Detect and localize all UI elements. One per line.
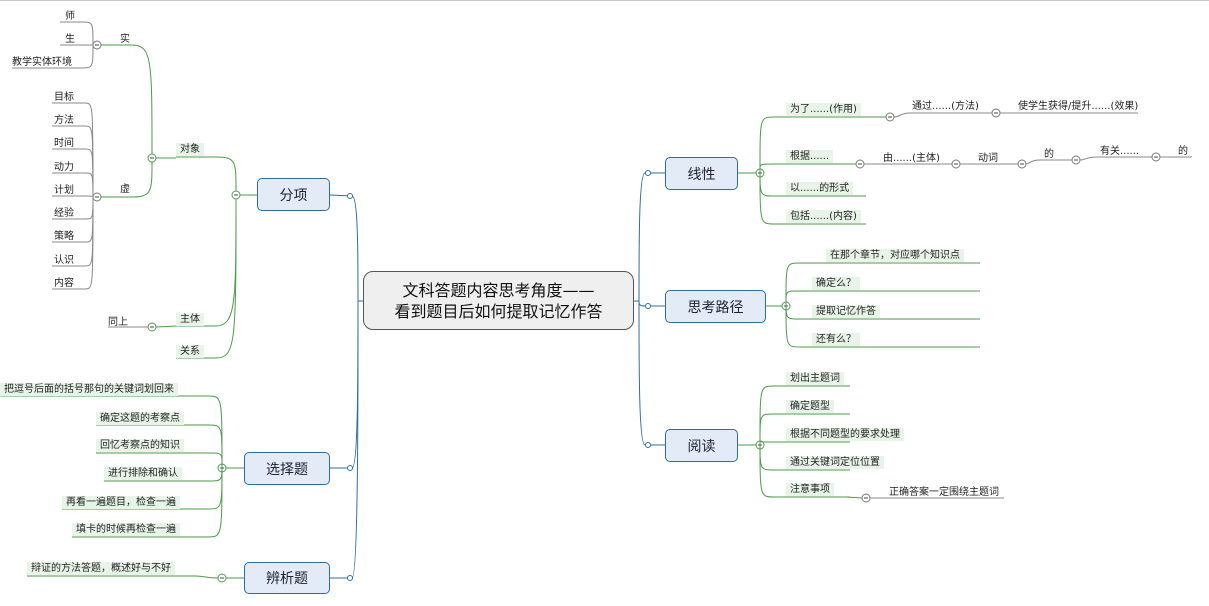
connector — [785, 290, 980, 303]
connector — [0, 395, 223, 465]
xuanze-item-5[interactable]: 填卡的时候再检查一遍 — [72, 523, 180, 536]
branch-dot-icon — [347, 575, 353, 581]
branch-dot-icon — [645, 303, 651, 309]
node-guanxi[interactable]: 关系 — [176, 345, 204, 358]
topic-xuanze[interactable]: 选择题 — [244, 452, 330, 485]
yuedu-zhuyi-child[interactable]: 正确答案一定围绕主题词 — [889, 487, 999, 498]
node-xu-6[interactable]: 策略 — [54, 231, 74, 242]
topic-bianxi[interactable]: 辨析题 — [244, 562, 330, 594]
connector — [759, 440, 850, 498]
yuedu-item-1[interactable]: 确定题型 — [786, 400, 834, 413]
branch-dot-icon — [645, 442, 651, 448]
xianxing-youguan[interactable]: 有关...... — [1100, 146, 1140, 157]
root-topic[interactable]: 文科答题内容思考角度—— 看到题目后如何提取记忆作答 — [363, 271, 634, 330]
silu-item-0[interactable]: 在那个章节，对应哪个知识点 — [826, 249, 964, 262]
xuanze-item-1[interactable]: 确定这题的考察点 — [96, 412, 184, 425]
connector — [845, 496, 863, 499]
connector — [759, 116, 866, 170]
branch-dot-icon — [347, 193, 353, 199]
xuanze-item-4[interactable]: 再看一遍题目，检查一遍 — [62, 496, 180, 509]
connector — [176, 198, 237, 359]
topic-xianxing[interactable]: 线性 — [665, 157, 738, 190]
connector — [330, 300, 359, 579]
connector — [759, 168, 866, 225]
bianxi-item[interactable]: 辩证的方法答题，概述好与不好 — [27, 562, 175, 575]
node-xu-1[interactable]: 方法 — [54, 115, 74, 126]
xianxing-you[interactable]: 由......(主体) — [883, 153, 940, 164]
node-xu-0[interactable]: 目标 — [54, 92, 74, 103]
node-xu-5[interactable]: 经验 — [54, 208, 74, 219]
branch-dot-icon — [645, 170, 651, 176]
node-tongshang[interactable]: 同上 — [108, 317, 128, 328]
topic-yuedu[interactable]: 阅读 — [665, 429, 738, 462]
xianxing-dongci[interactable]: 动词 — [978, 153, 998, 164]
connector — [100, 161, 153, 198]
xianxing-baokuo[interactable]: 包括......(内容) — [786, 210, 861, 223]
connector — [52, 196, 94, 290]
node-xu-7[interactable]: 认识 — [54, 255, 74, 266]
node-xu-2[interactable]: 时间 — [54, 138, 74, 149]
xianxing-genju[interactable]: 根据...... — [786, 150, 834, 163]
node-shi[interactable]: 实 — [120, 34, 130, 45]
root-title-line1: 文科答题内容思考角度—— — [402, 280, 595, 300]
connector — [638, 172, 665, 302]
connector — [329, 194, 359, 302]
node-shi-0[interactable]: 师 — [65, 11, 75, 22]
xuanze-item-2[interactable]: 回忆考察点的知识 — [96, 439, 184, 452]
node-shi-1[interactable]: 生 — [65, 34, 75, 45]
xianxing-de2[interactable]: 的 — [1178, 146, 1188, 157]
yuedu-item-4[interactable]: 注意事项 — [786, 483, 834, 496]
yuedu-item-0[interactable]: 划出主题词 — [786, 372, 844, 385]
connector — [1079, 156, 1152, 161]
node-xu-4[interactable]: 计划 — [54, 185, 74, 196]
xianxing-de1[interactable]: 的 — [1044, 149, 1054, 160]
silu-item-1[interactable]: 确定么？ — [812, 277, 860, 290]
connector — [96, 424, 223, 465]
node-shi-2[interactable]: 教学实体环境 — [12, 57, 72, 68]
connector — [60, 21, 94, 46]
node-xu-8[interactable]: 内容 — [54, 278, 74, 289]
xianxing-tongguo[interactable]: 通过......(方法) — [912, 101, 979, 112]
connector — [638, 300, 665, 446]
node-duixiang[interactable]: 对象 — [176, 143, 204, 156]
connector — [785, 262, 980, 303]
silu-item-2[interactable]: 提取记忆作答 — [812, 305, 880, 318]
node-xu-3[interactable]: 动力 — [54, 162, 74, 173]
connector — [100, 44, 153, 155]
connector — [155, 325, 177, 328]
yuedu-item-2[interactable]: 根据不同题型的要求处理 — [786, 428, 904, 441]
connector — [12, 44, 94, 69]
connector — [759, 440, 850, 443]
connector — [27, 575, 219, 579]
xuanze-item-0[interactable]: 把逗号后面的括号那句的关键词划回来 — [0, 383, 178, 396]
root-title-line2: 看到题目后如何提取记忆作答 — [394, 301, 603, 321]
connector — [893, 112, 992, 118]
connector — [638, 300, 665, 307]
xianxing-shixuesheng[interactable]: 使学生获得/提升......(效果) — [1018, 101, 1139, 112]
connector — [72, 463, 223, 538]
connector — [176, 156, 237, 192]
connector — [759, 163, 866, 170]
xianxing-yi[interactable]: 以......的形式 — [786, 182, 854, 195]
connector — [330, 300, 359, 469]
branch-dot-icon — [347, 465, 353, 471]
yuedu-item-3[interactable]: 通过关键词定位位置 — [786, 456, 884, 469]
xianxing-weile[interactable]: 为了......(作用) — [786, 103, 861, 116]
topic-silu[interactable]: 思考路径 — [665, 290, 766, 323]
node-xu[interactable]: 虚 — [120, 184, 130, 195]
connector — [785, 301, 980, 348]
topic-fenxiang[interactable]: 分项 — [257, 178, 330, 211]
xuanze-item-3[interactable]: 进行排除和确认 — [104, 467, 182, 480]
connector — [96, 452, 223, 465]
connector — [52, 172, 94, 198]
connector — [759, 413, 850, 442]
connector — [176, 198, 237, 327]
silu-item-3[interactable]: 还有么？ — [812, 333, 860, 346]
node-zhuti[interactable]: 主体 — [176, 313, 204, 326]
connector — [1025, 159, 1072, 165]
connector — [52, 195, 94, 198]
